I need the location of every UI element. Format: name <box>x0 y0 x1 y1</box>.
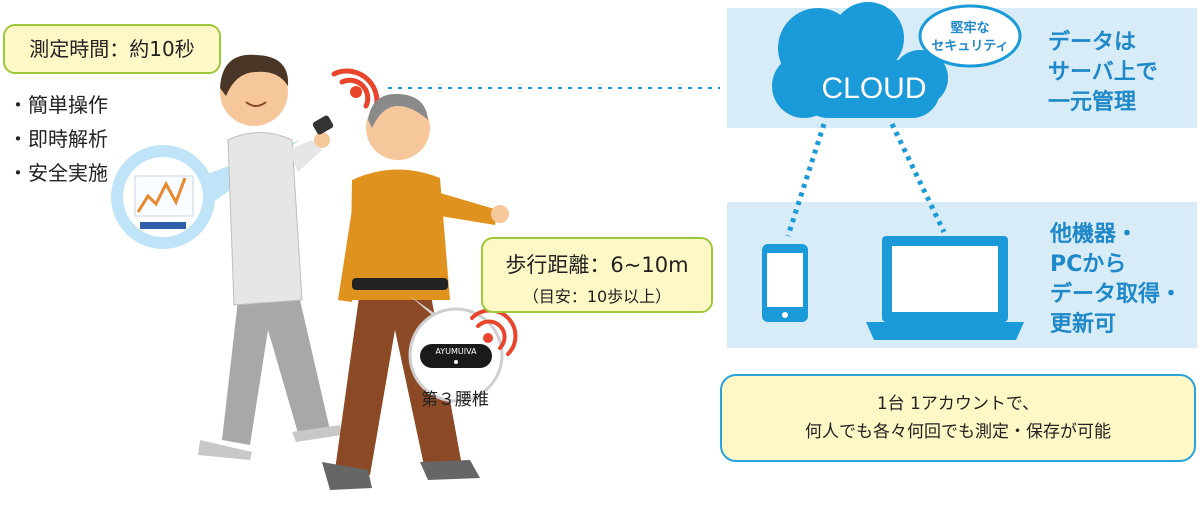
sensor-closeup-icon <box>408 307 518 403</box>
cloud-description: データは サーバ上で 一元管理 <box>1048 28 1158 118</box>
feature-item: ・即時解析 <box>8 127 108 151</box>
walking-distance-text: 歩行距離：6~10m <box>505 253 689 277</box>
account-note-box: 1台 1アカウントで、 何人でも各々何回でも測定・保存が可能 <box>720 374 1196 462</box>
cloud-to-phone-line <box>785 123 827 237</box>
security-badge-line: セキュリティ <box>931 39 1008 54</box>
cloud-to-laptop-line <box>889 122 947 234</box>
devices-description-line: 更新可 <box>1050 312 1117 337</box>
walking-distance-guide: （目安：10歩以上） <box>522 287 672 306</box>
wireless-signal-icon <box>331 68 380 117</box>
cloud-description-line: サーバ上で <box>1048 60 1158 85</box>
walking-illustration: AYUMUIVA <box>111 54 720 490</box>
laptop-icon <box>866 236 1024 340</box>
security-badge: 堅牢な セキュリティ <box>918 4 1022 68</box>
device-brand-text: AYUMUIVA <box>435 347 477 356</box>
feature-item: ・簡単操作 <box>8 93 108 117</box>
account-note-line: 何人でも各々何回でも測定・保存が可能 <box>805 422 1111 442</box>
walking-distance-callout: 歩行距離：6~10m （目安：10歩以上） <box>481 237 713 313</box>
cloud-label: CLOUD <box>821 72 926 105</box>
cloud-icon <box>772 2 948 118</box>
feature-list: ・簡単操作 ・即時解析 ・安全実施 <box>8 88 108 190</box>
sensor-position-label: 第３腰椎 <box>421 390 489 410</box>
security-badge-line: 堅牢な <box>950 20 989 36</box>
chart-bubble-icon <box>111 145 215 249</box>
cloud-description-line: データは <box>1048 30 1137 55</box>
account-note-line: 1台 1アカウントで、 <box>876 394 1040 414</box>
devices-description-line: 他機器・ <box>1050 222 1139 247</box>
measurement-time-text: 測定時間：約10秒 <box>29 37 195 61</box>
cloud-description-line: 一元管理 <box>1048 90 1137 115</box>
devices-description-line: データ取得・ <box>1050 282 1183 307</box>
devices-description-line: PCから <box>1050 252 1127 277</box>
devices-description: 他機器・ PCから データ取得・ 更新可 <box>1050 220 1182 340</box>
caregiver-figure <box>198 54 342 460</box>
measurement-time-callout: 測定時間：約10秒 <box>3 24 221 74</box>
cloud-diagram: CLOUD 堅牢な セキュリティ <box>762 2 1024 340</box>
smartphone-icon <box>762 244 808 322</box>
feature-item: ・安全実施 <box>8 161 108 185</box>
